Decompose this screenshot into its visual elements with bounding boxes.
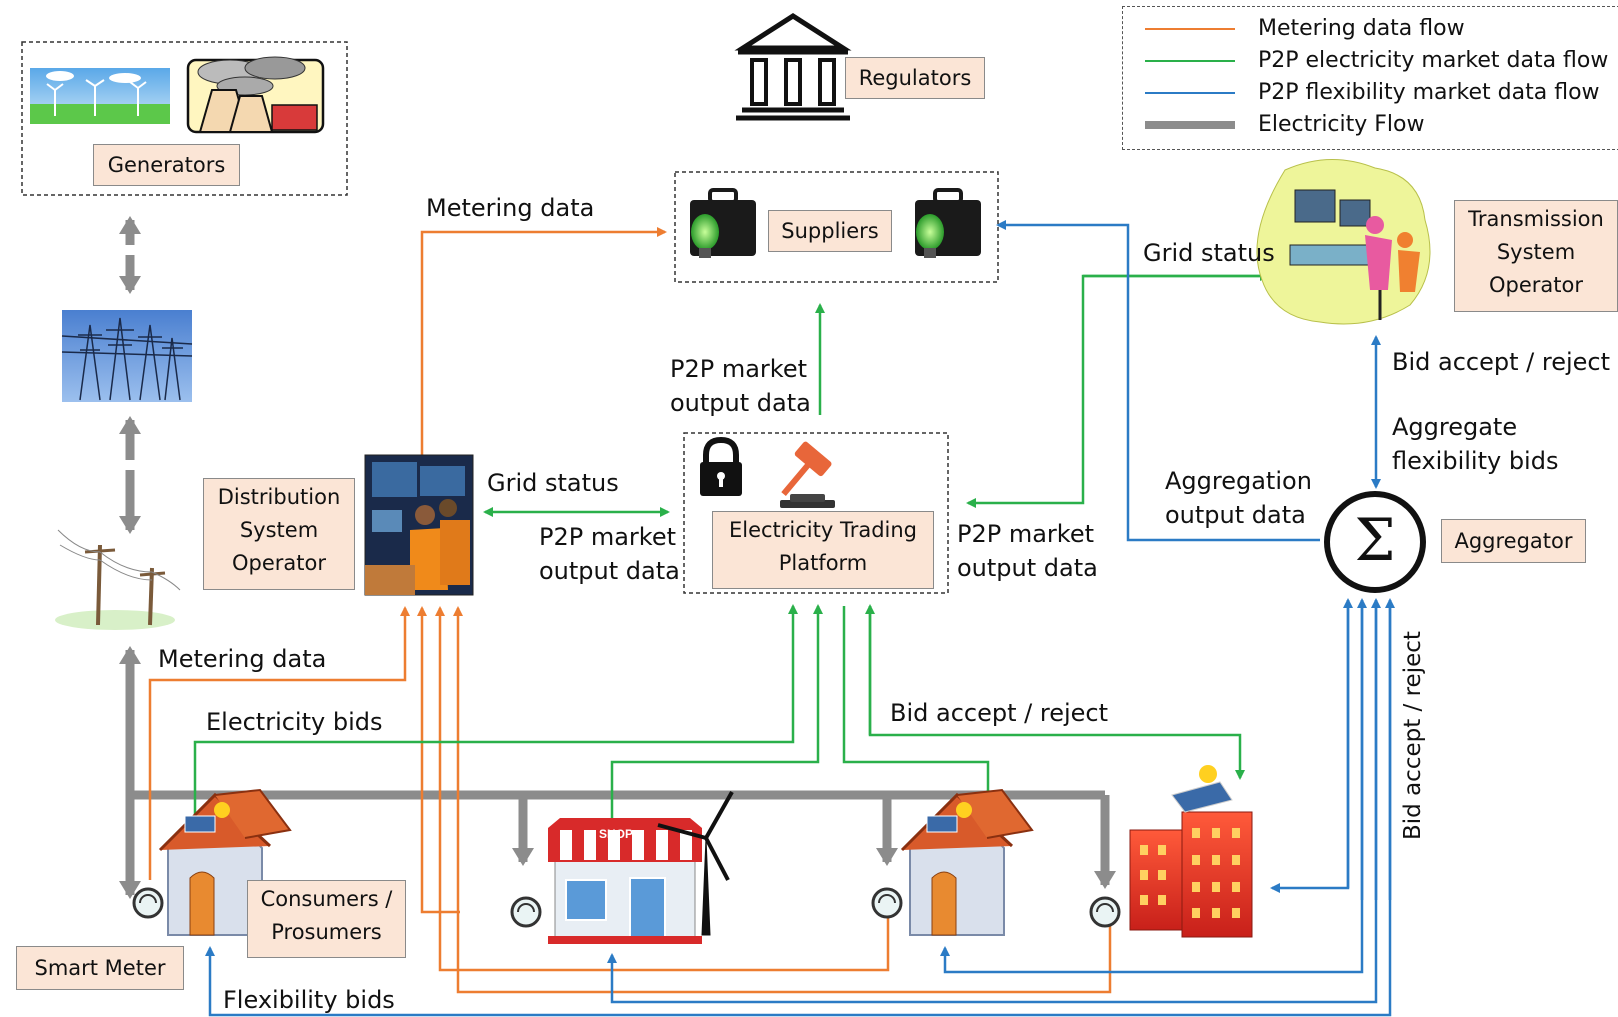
legend-swatch <box>1145 60 1235 62</box>
legend-label: Electricity Flow <box>1258 112 1425 137</box>
power-plant-icon <box>186 56 325 134</box>
dso-label-line2: System <box>239 518 319 542</box>
p2p-output-left-line1: P2P market <box>539 523 677 551</box>
transmission-pylons-icon <box>61 310 193 402</box>
etp-label: Electricity Trading Platform <box>712 511 934 589</box>
legend-swatch <box>1145 92 1235 94</box>
consumers-label: Consumers / Prosumers <box>247 880 406 958</box>
legend-label: Metering data flow <box>1258 16 1465 41</box>
dso-label-line3: Operator <box>232 551 326 575</box>
apartment-buildings-icon <box>1129 765 1253 938</box>
aggregation-output-line2: output data <box>1165 501 1306 529</box>
bid-accept-vertical-label: Bid accept / reject <box>1400 631 1426 840</box>
metering-data-left-label: Metering data <box>158 645 327 673</box>
grid-status-dso-label: Grid status <box>487 469 619 497</box>
tso-label-line2: System <box>1496 240 1576 264</box>
aggregator-label: Aggregator <box>1441 519 1586 563</box>
p2p-output-left-label: P2P market output data <box>539 520 680 588</box>
p2p-output-up-label: P2P market output data <box>670 352 811 420</box>
p2p-output-right-line1: P2P market <box>957 520 1095 548</box>
shop-sign-text: SHOP <box>599 827 633 841</box>
wind-turbine-icon <box>657 791 734 936</box>
distribution-poles-icon <box>55 529 181 630</box>
legend-swatch <box>1145 121 1235 129</box>
dso-label-line1: Distribution <box>217 485 341 509</box>
flexibility-bids-label: Flexibility bids <box>223 986 395 1014</box>
etp-label-line2: Platform <box>778 551 868 575</box>
electricity-bids-label: Electricity bids <box>206 708 383 736</box>
smart-meter-icon <box>871 887 903 919</box>
aggregate-bids-label: Aggregate flexibility bids <box>1392 410 1558 478</box>
smart-meter-label: Smart Meter <box>16 946 184 990</box>
svg-text:Σ: Σ <box>1354 506 1395 574</box>
generators-node <box>21 41 348 196</box>
metering-flow-lines <box>148 227 1112 994</box>
electricity-flow-lines <box>119 216 1116 899</box>
aggregate-bids-line2: flexibility bids <box>1392 447 1559 475</box>
dso-control-room-icon <box>364 454 474 596</box>
p2p-output-up-line1: P2P market <box>670 355 808 383</box>
p2p-output-right-line2: output data <box>957 554 1098 582</box>
legend-label: P2P flexibility market data flow <box>1258 80 1600 105</box>
sigma-icon: Σ <box>1324 491 1426 593</box>
lock-icon <box>700 436 742 496</box>
suppliers-label: Suppliers <box>768 210 892 252</box>
etp-box <box>683 432 949 594</box>
smart-meter-icon <box>1089 896 1121 928</box>
smart-meter-icon <box>510 896 542 928</box>
generators-label: Generators <box>93 144 240 186</box>
p2p-flexibility-flow-lines <box>205 220 1395 1017</box>
aggregation-output-line1: Aggregation <box>1165 467 1312 495</box>
shop-icon: SHOP <box>548 818 702 944</box>
consumers-label-line1: Consumers / <box>260 887 393 911</box>
legend: Metering data flow P2P electricity marke… <box>1122 6 1618 150</box>
bid-accept-tso-label: Bid accept / reject <box>1392 348 1610 376</box>
tso-label-line1: Transmission <box>1468 207 1604 231</box>
p2p-output-left-line2: output data <box>539 557 680 585</box>
tso-label: Transmission System Operator <box>1454 200 1618 312</box>
control-room-operator-icon <box>1256 159 1431 325</box>
etp-label-line1: Electricity Trading <box>728 518 918 542</box>
briefcase-bulb-icon <box>915 188 981 258</box>
legend-swatch <box>1145 28 1235 30</box>
smart-meter-icon <box>132 887 164 919</box>
legend-label: P2P electricity market data flow <box>1258 48 1609 73</box>
suppliers-box <box>674 171 999 283</box>
gavel-icon <box>780 441 835 508</box>
house-icon <box>900 788 1034 936</box>
aggregation-output-label: Aggregation output data <box>1165 464 1312 532</box>
metering-data-top-label: Metering data <box>426 194 595 222</box>
briefcase-bulb-icon <box>690 188 756 258</box>
grid-status-tso-label: Grid status <box>1143 239 1275 267</box>
bid-accept-middle-label: Bid accept / reject <box>890 699 1108 727</box>
tso-label-line3: Operator <box>1489 273 1583 297</box>
dso-label: Distribution System Operator <box>203 478 355 590</box>
aggregate-bids-line1: Aggregate <box>1392 413 1518 441</box>
consumers-label-line2: Prosumers <box>271 920 382 944</box>
regulators-label: Regulators <box>845 57 985 99</box>
wind-farm-icon <box>30 68 170 124</box>
p2p-output-up-line2: output data <box>670 389 811 417</box>
p2p-output-right-label: P2P market output data <box>957 517 1098 585</box>
regulators-building-icon <box>734 13 852 121</box>
